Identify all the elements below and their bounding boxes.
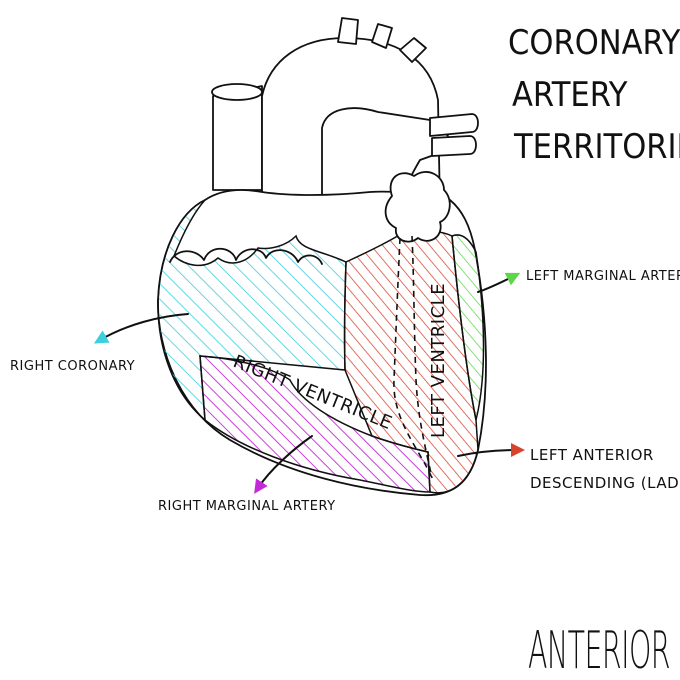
view-label: ANTERIOR <box>528 621 670 680</box>
superior-vena-cava <box>213 86 262 190</box>
left-ventricle-label: LEFT VENTRICLE <box>428 283 449 438</box>
left-atrial-appendage <box>386 172 450 242</box>
svc-opening <box>212 84 262 100</box>
title-line-2: ARTERY <box>512 75 628 115</box>
title-line-1: CORONARY <box>508 23 680 63</box>
lad-label-line1: LEFT ANTERIOR <box>530 446 654 464</box>
right-coronary-label: RIGHT CORONARY <box>10 359 135 374</box>
left-marginal-arrow <box>478 276 514 292</box>
title-line-3: TERRITORIES <box>513 127 680 167</box>
left-marginal-label: LEFT MARGINAL ARTERY <box>526 269 680 284</box>
right-marginal-label: RIGHT MARGINAL ARTERY <box>158 499 336 514</box>
lad-label-line2: DESCENDING (LAD) <box>530 474 680 492</box>
right-pulmonary-branch <box>432 136 476 156</box>
left-pulmonary-artery <box>430 114 478 136</box>
brachiocephalic-trunk <box>338 18 358 44</box>
